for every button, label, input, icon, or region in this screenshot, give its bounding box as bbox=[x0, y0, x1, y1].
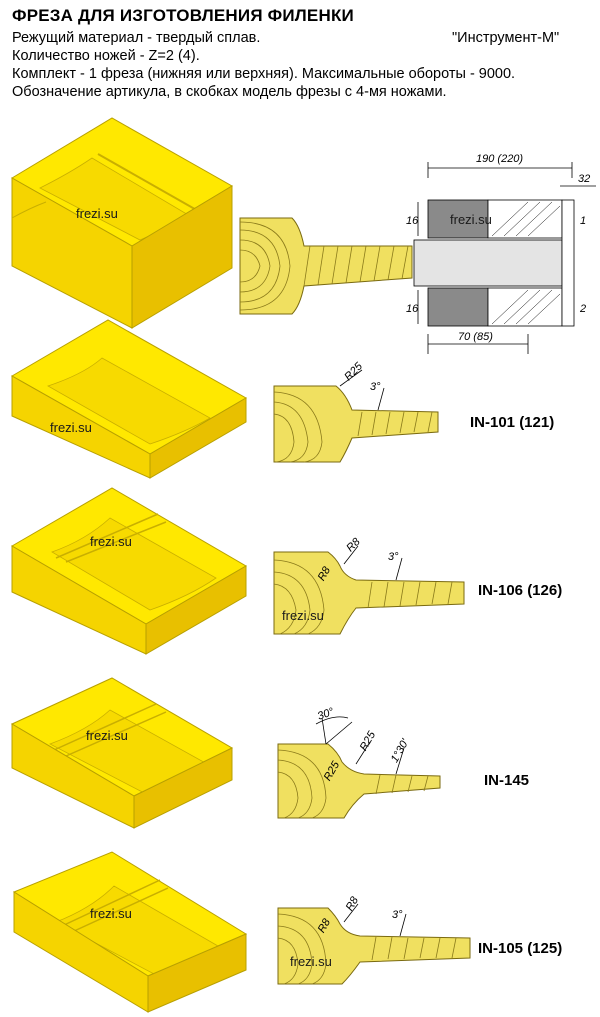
angle-label: 1°30' bbox=[389, 736, 412, 764]
in-145-drawing: frezi.su 30° R25 R25 1°30' bbox=[10, 677, 441, 829]
dim-bottom: 70 (85) bbox=[458, 331, 493, 343]
in-101-drawing: frezi.su R25 3° bbox=[10, 319, 439, 479]
spec-knives: Количество ножей - Z=2 (4). bbox=[12, 48, 200, 64]
angle-label: 3° bbox=[388, 551, 399, 563]
wood-profile-1 bbox=[239, 217, 413, 315]
watermark: frezi.su bbox=[86, 728, 128, 743]
watermark: frezi.su bbox=[50, 420, 92, 435]
watermark: frezi.su bbox=[90, 906, 132, 921]
page-title: ФРЕЗА ДЛЯ ИЗГОТОВЛЕНИЯ ФИЛЕНКИ bbox=[12, 6, 354, 25]
article-code: IN-106 (126) bbox=[478, 582, 563, 599]
spec-set: Комплект - 1 фреза (нижняя или верхняя).… bbox=[12, 66, 516, 82]
article-code: IN-105 (125) bbox=[478, 940, 563, 957]
spec-article: Обозначение артикула, в скобках модель ф… bbox=[12, 84, 447, 100]
panel-in-105: frezi.su frezi.su R8 R8 3° IN-105 (125) bbox=[0, 851, 600, 1017]
dim-h-top: 16 bbox=[406, 215, 419, 227]
watermark: frezi.su bbox=[290, 954, 332, 969]
panel-base: frezi.su 190 (220) 32 bbox=[0, 117, 600, 358]
panel-in-101: frezi.su R25 3° IN-101 (121) bbox=[0, 318, 600, 479]
knife-label-1: 1 bbox=[580, 215, 586, 227]
dim-total: 190 (220) bbox=[476, 153, 523, 165]
cutter-block-1: frezi.su bbox=[11, 117, 233, 329]
in-106-drawing: frezi.su frezi.su R8 R8 3° bbox=[11, 487, 465, 655]
panel-in-145: frezi.su 30° R25 R25 1°30' IN-145 bbox=[0, 677, 600, 848]
watermark: frezi.su bbox=[450, 212, 492, 227]
article-code: IN-145 bbox=[484, 772, 530, 789]
angle-label: 3° bbox=[392, 909, 403, 921]
base-drawing: frezi.su 190 (220) 32 bbox=[11, 117, 596, 354]
knife-label-2: 2 bbox=[579, 303, 586, 315]
dim-h-bottom: 16 bbox=[406, 303, 419, 315]
dim-right: 32 bbox=[578, 173, 590, 185]
angle-label: 30° bbox=[316, 706, 336, 723]
radius-label: R8 bbox=[344, 535, 363, 554]
radius-label: R8 bbox=[344, 894, 362, 913]
radius-label: R25 bbox=[342, 360, 365, 383]
radius-label: R25 bbox=[358, 729, 379, 753]
technical-drawing: 190 (220) 32 16 16 1 2 bbox=[406, 153, 596, 354]
in-105-drawing: frezi.su frezi.su R8 R8 3° bbox=[12, 851, 471, 1013]
watermark: frezi.su bbox=[76, 206, 118, 221]
angle-label: 3° bbox=[370, 381, 381, 393]
brand-name: "Инструмент-М" bbox=[452, 30, 560, 46]
watermark: frezi.su bbox=[282, 608, 324, 623]
spec-material: Режущий материал - твердый сплав. bbox=[12, 30, 261, 46]
watermark: frezi.su bbox=[90, 534, 132, 549]
article-code: IN-101 (121) bbox=[470, 414, 555, 431]
panel-in-106: frezi.su frezi.su R8 R8 3° IN-106 (126) bbox=[0, 487, 600, 658]
